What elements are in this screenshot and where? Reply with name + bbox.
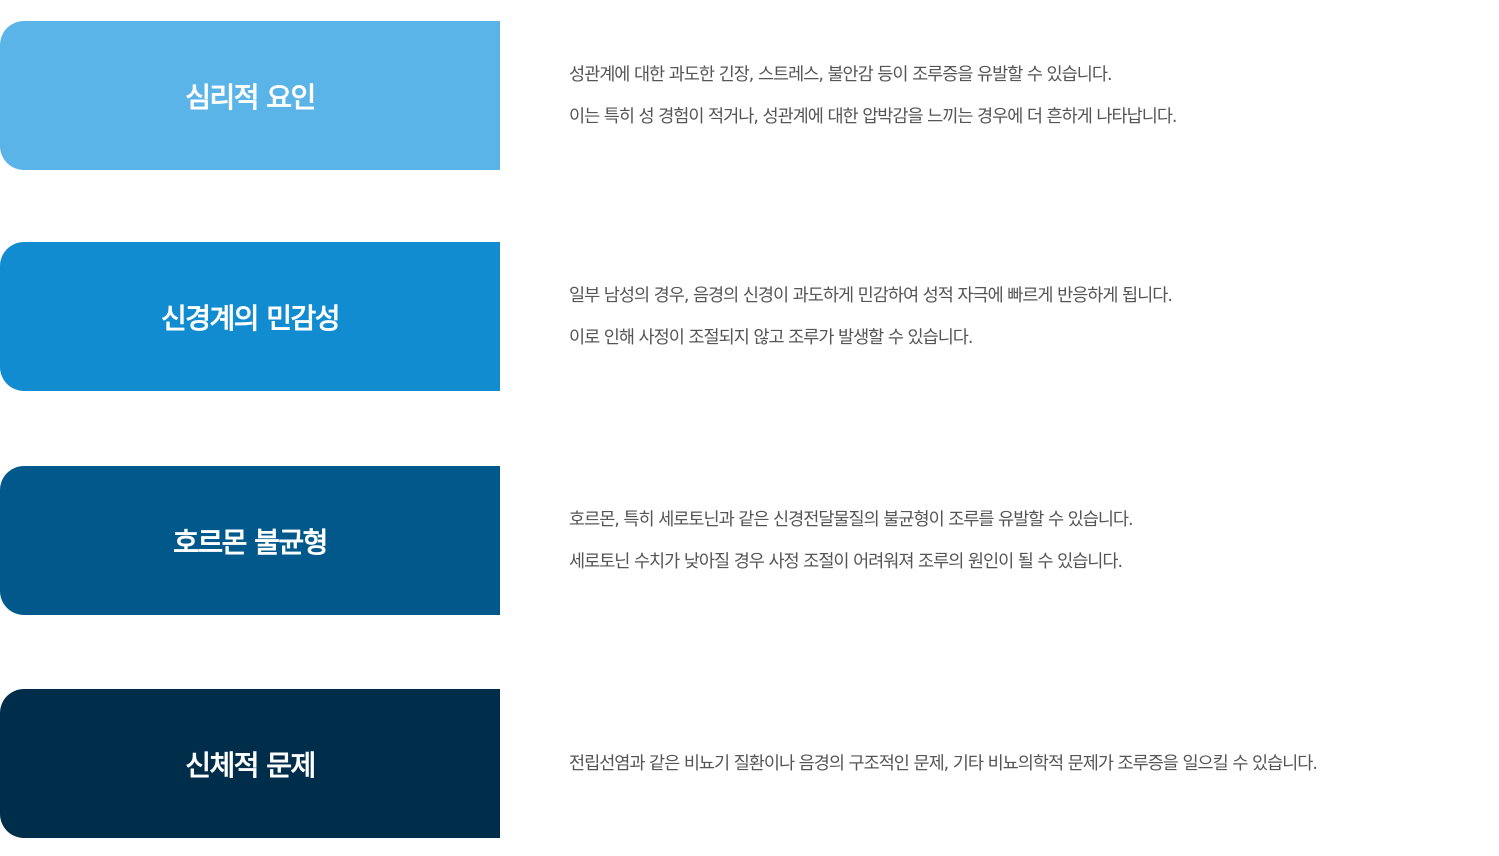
cause-description: 성관계에 대한 과도한 긴장, 스트레스, 불안감 등이 조루증을 유발할 수 … xyxy=(569,21,1177,170)
cause-label: 신경계의 민감성 xyxy=(0,242,500,391)
description-line: 세로토닌 수치가 낮아질 경우 사정 조절이 어려워져 조루의 원인이 될 수 … xyxy=(569,551,1123,572)
description-line: 일부 남성의 경우, 음경의 신경이 과도하게 민감하여 성적 자극에 빠르게 … xyxy=(569,285,1173,306)
description-line: 성관계에 대한 과도한 긴장, 스트레스, 불안감 등이 조루증을 유발할 수 … xyxy=(569,64,1113,85)
description-line: 이는 특히 성 경험이 적거나, 성관계에 대한 압박감을 느끼는 경우에 더 … xyxy=(569,106,1177,127)
cause-label: 신체적 문제 xyxy=(0,689,500,838)
description-line: 이로 인해 사정이 조절되지 않고 조루가 발생할 수 있습니다. xyxy=(569,327,973,348)
cause-label: 심리적 요인 xyxy=(0,21,500,170)
description-line: 전립선염과 같은 비뇨기 질환이나 음경의 구조적인 문제, 기타 비뇨의학적 … xyxy=(569,753,1318,774)
cause-row-nerve-sensitivity: 신경계의 민감성 일부 남성의 경우, 음경의 신경이 과도하게 민감하여 성적… xyxy=(0,242,1499,391)
description-line: 호르몬, 특히 세로토닌과 같은 신경전달물질의 불균형이 조루를 유발할 수 … xyxy=(569,509,1134,530)
cause-description: 전립선염과 같은 비뇨기 질환이나 음경의 구조적인 문제, 기타 비뇨의학적 … xyxy=(569,689,1318,838)
cause-row-psychological: 심리적 요인 성관계에 대한 과도한 긴장, 스트레스, 불안감 등이 조루증을… xyxy=(0,21,1499,170)
cause-row-hormone: 호르몬 불균형 호르몬, 특히 세로토닌과 같은 신경전달물질의 불균형이 조루… xyxy=(0,466,1499,615)
cause-row-physical: 신체적 문제 전립선염과 같은 비뇨기 질환이나 음경의 구조적인 문제, 기타… xyxy=(0,689,1499,838)
cause-description: 호르몬, 특히 세로토닌과 같은 신경전달물질의 불균형이 조루를 유발할 수 … xyxy=(569,466,1134,615)
cause-description: 일부 남성의 경우, 음경의 신경이 과도하게 민감하여 성적 자극에 빠르게 … xyxy=(569,242,1173,391)
cause-label: 호르몬 불균형 xyxy=(0,466,500,615)
